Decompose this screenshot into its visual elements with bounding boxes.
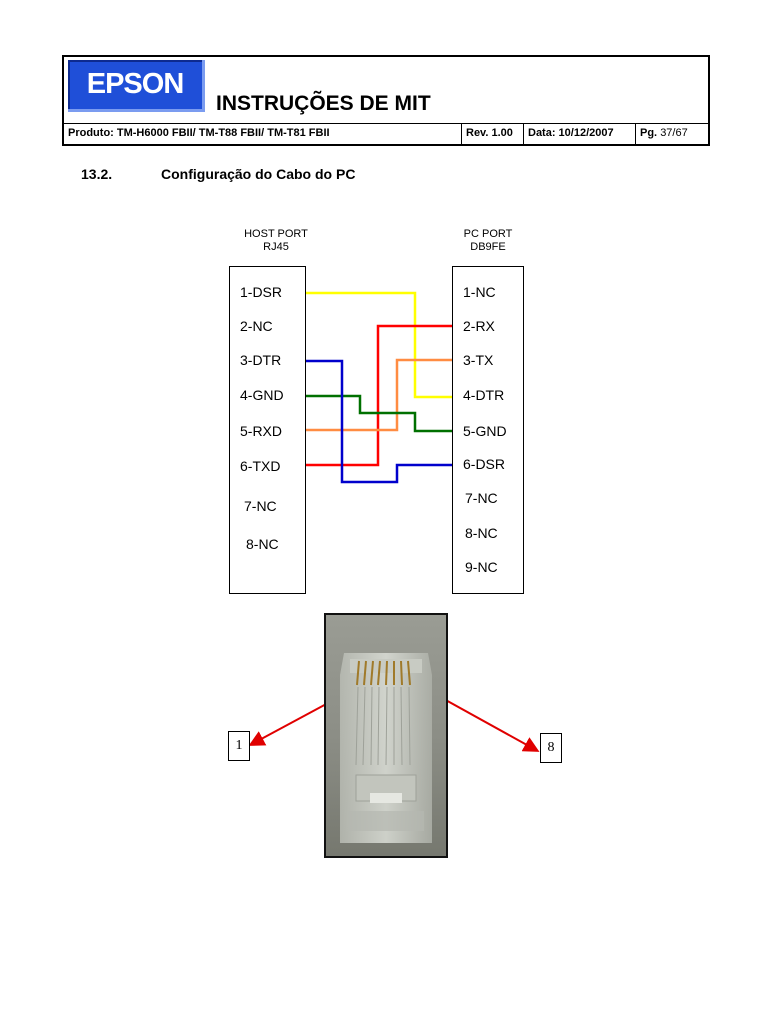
pc-pin-5: 5-GND — [463, 423, 507, 439]
pc-port-name: PC PORT — [463, 228, 513, 240]
pc-pin-9: 9-NC — [465, 559, 498, 575]
wire-rxd-to-tx — [306, 358, 452, 432]
page-field: Pg. 37/67 — [636, 124, 708, 144]
host-pin-1: 1-DSR — [240, 284, 283, 300]
page-number: 37/67 — [660, 127, 688, 139]
logo-text: EPSON — [86, 68, 185, 100]
product-field: Produto: TM-H6000 FBII/ TM-T88 FBII/ TM-… — [64, 124, 462, 144]
host-port-box — [229, 266, 306, 594]
rj45-plug-image — [326, 615, 446, 856]
pc-port-header: PC PORT DB9FE — [443, 228, 533, 254]
host-pin-2: 2-NC — [240, 318, 273, 334]
host-pin-5: 5-RXD — [240, 423, 283, 439]
document-meta-row: Produto: TM-H6000 FBII/ TM-T88 FBII/ TM-… — [64, 123, 708, 144]
host-pin-3: 3-DTR — [240, 352, 282, 368]
callout-pin-1: 1 — [228, 731, 250, 761]
pc-pin-7: 7-NC — [465, 490, 498, 506]
host-pin-7: 7-NC — [244, 498, 277, 514]
revision-field: Rev. 1.00 — [462, 124, 524, 144]
pc-pin-1: 1-NC — [463, 284, 496, 300]
host-pin-8: 8-NC — [246, 536, 279, 552]
document-title: INSTRUÇÕES DE MIT — [216, 92, 431, 115]
pc-port-box — [452, 266, 524, 594]
host-port-type: RJ45 — [263, 241, 289, 253]
pc-pin-3: 3-TX — [463, 352, 494, 368]
wire-dsr-to-dtr — [306, 291, 452, 399]
callout-pin-8: 8 — [540, 733, 562, 763]
rj45-connector-photo — [324, 613, 448, 858]
pc-port-type: DB9FE — [470, 241, 506, 253]
pc-pin-2: 2-RX — [463, 318, 495, 334]
epson-logo: EPSON — [68, 60, 205, 112]
wire-dtr-to-dsr — [306, 359, 452, 484]
section-title: Configuração do Cabo do PC — [161, 166, 356, 182]
pc-pin-8: 8-NC — [465, 525, 498, 541]
wire-gnd-to-gnd — [306, 394, 452, 433]
pc-pin-6: 6-DSR — [463, 456, 506, 472]
pc-pin-4: 4-DTR — [463, 387, 505, 403]
date-field: Data: 10/12/2007 — [524, 124, 636, 144]
section-number: 13.2. — [81, 166, 113, 182]
page-label: Pg. — [640, 127, 658, 139]
host-pin-4: 4-GND — [240, 387, 284, 403]
host-pin-6: 6-TXD — [240, 458, 281, 474]
host-port-name: HOST PORT — [244, 228, 308, 240]
host-port-header: HOST PORT RJ45 — [231, 228, 321, 254]
document-header: EPSON INSTRUÇÕES DE MIT Produto: TM-H600… — [62, 55, 710, 146]
